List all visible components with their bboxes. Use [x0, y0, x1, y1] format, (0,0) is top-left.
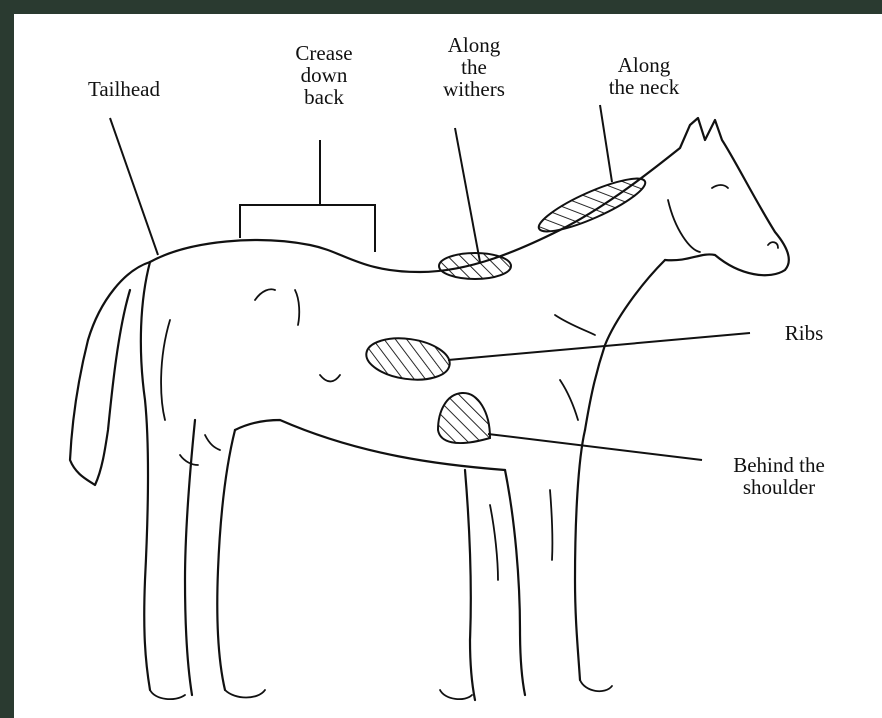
leader-withers — [455, 128, 480, 262]
horse-back-outline — [150, 118, 789, 275]
label-crease-down-back: Crease down back — [264, 42, 384, 108]
detail-stroke — [560, 380, 578, 420]
hoof-2 — [225, 690, 265, 698]
detail-stroke — [490, 505, 498, 580]
detail-stroke — [180, 455, 198, 465]
label-ribs: Ribs — [754, 322, 854, 344]
zone-behind-shoulder — [438, 393, 490, 443]
detail-stroke — [255, 289, 275, 300]
zone-neck — [534, 170, 651, 241]
detail-stroke — [295, 290, 299, 325]
horse-hind-leg-front — [217, 430, 235, 690]
detail-stroke — [555, 315, 595, 335]
zone-ribs — [364, 333, 453, 384]
leader-shoulder — [488, 434, 702, 460]
horse-hind-leg-back — [141, 262, 150, 690]
horse-tail — [70, 262, 150, 485]
horse-eye — [712, 185, 728, 188]
horse-foreleg-inner — [465, 470, 475, 700]
hoof-3 — [440, 690, 472, 699]
hoof-4 — [580, 680, 612, 691]
horse-foreleg-front — [575, 430, 585, 680]
zone-withers — [439, 253, 511, 279]
detail-stroke — [205, 435, 220, 450]
leader-tailhead — [110, 118, 158, 255]
horse-foreleg-back — [505, 470, 525, 695]
detail-stroke — [550, 490, 552, 560]
horse-nostril — [768, 242, 778, 248]
leader-neck — [600, 105, 612, 182]
horse-illustration — [14, 14, 882, 718]
hoof-1 — [150, 690, 185, 699]
horse-jaw — [668, 200, 700, 252]
label-behind-shoulder: Behind the shoulder — [694, 454, 864, 498]
leader-ribs — [448, 333, 750, 360]
diagram-canvas: Tailhead Crease down back Along the with… — [14, 14, 882, 718]
detail-stroke — [320, 375, 340, 381]
label-tailhead: Tailhead — [54, 78, 194, 100]
label-along-neck: Along the neck — [584, 54, 704, 98]
detail-stroke — [161, 320, 170, 420]
label-along-withers: Along the withers — [414, 34, 534, 100]
